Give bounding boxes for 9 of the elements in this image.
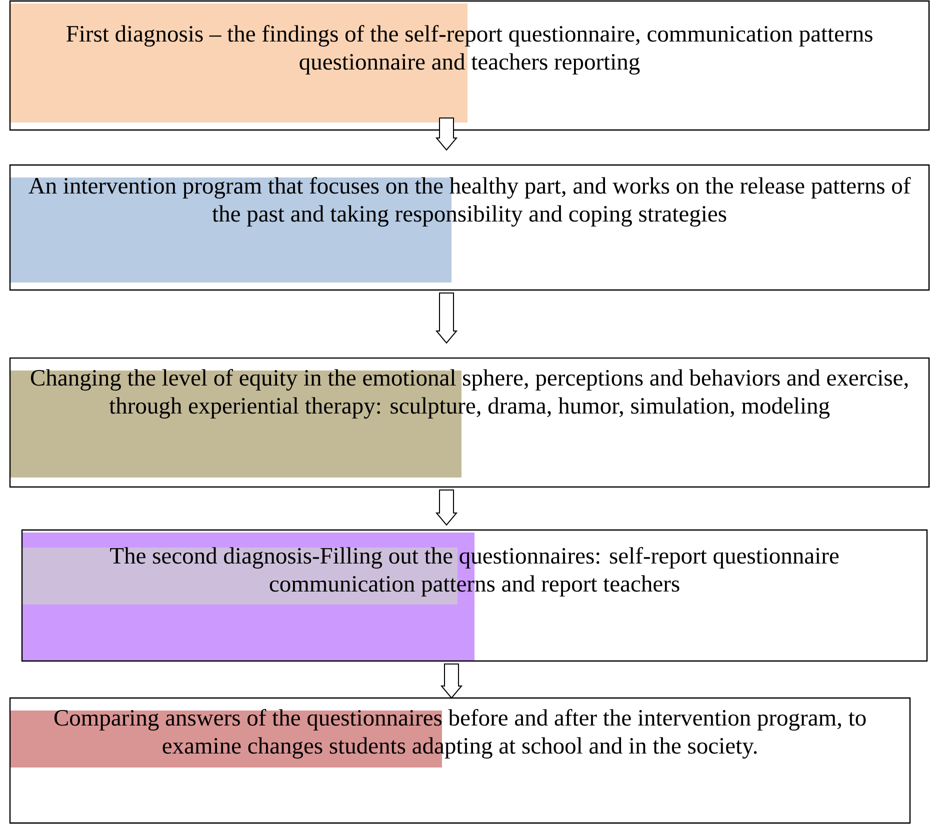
process-box: The second diagnosis-Filling out the questionnaires: self-report questionnaire communication patterns and report teachers (21, 529, 928, 662)
process-box: Changing the level of equity in the emotional sphere, perceptions and behaviors and exercise, through experiential therapy: sculpture, drama, humor, simulation, modeling (9, 357, 930, 488)
block-arrow (440, 663, 463, 699)
process-box: Comparing answers of the questionnaires before and after the intervention program, to examine changes students adapting at school and in the society. (9, 697, 911, 824)
block-arrow (435, 489, 458, 526)
block-arrow (435, 117, 458, 151)
process-box: First diagnosis – the findings of the self-report questionnaire, communication patterns questionnaire and teachers reporting (9, 0, 930, 131)
process-box: An intervention program that focuses on the healthy part, and works on the release patterns of the past and taking responsibility and coping strategies (9, 164, 930, 291)
block-arrow (435, 292, 458, 344)
